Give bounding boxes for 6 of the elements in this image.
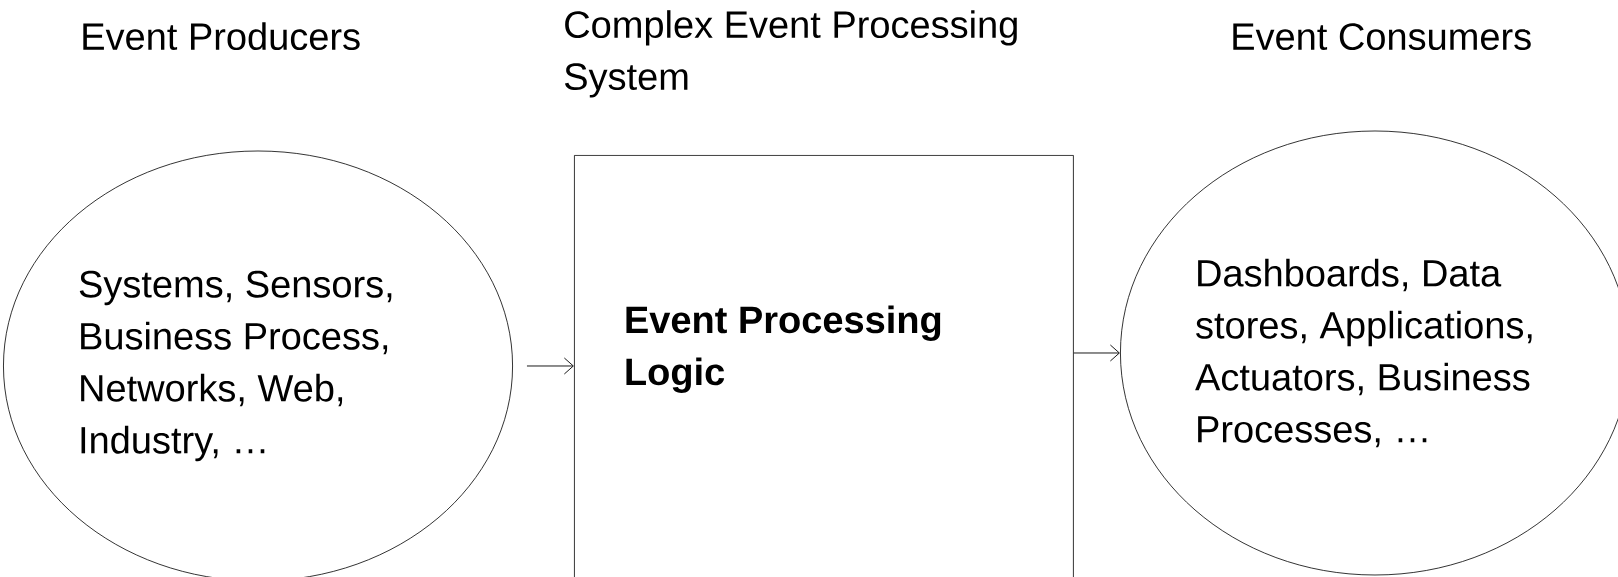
heading: Complex Event Processing System: [564, 10, 1017, 98]
arrow: [1073, 344, 1120, 362]
heading: Event Producers: [83, 22, 360, 51]
arrow: [526, 357, 574, 375]
process-box: Event Processing Logic: [574, 155, 1074, 577]
heading: Event Consumers: [1233, 23, 1531, 51]
